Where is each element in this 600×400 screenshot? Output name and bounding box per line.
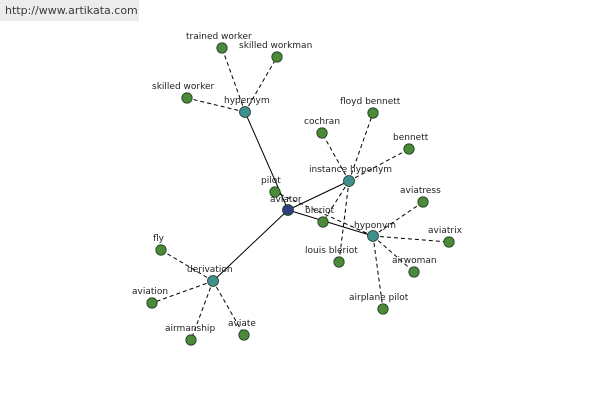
hypernym-label: hypernym: [224, 96, 270, 106]
node-instance-hyponym[interactable]: instance hyponym: [309, 165, 392, 187]
edge-derivation-to-aviation: [151, 280, 214, 304]
trained-worker-dot[interactable]: [216, 42, 228, 54]
aviate-label: aviate: [228, 319, 256, 329]
watermark-url: http://www.artikata.com: [0, 0, 139, 21]
skilled-worker-label: skilled worker: [152, 82, 215, 92]
airplane-pilot-label: airplane pilot: [349, 293, 409, 303]
edge-instance-hyponym-to-floyd-bennett: [348, 112, 374, 182]
node-aviatrix[interactable]: aviatrix: [428, 226, 463, 248]
louis-bleriot-label: louis bleriot: [305, 246, 358, 256]
node-skilled-worker[interactable]: skilled worker: [152, 82, 215, 104]
floyd-bennett-dot[interactable]: [367, 107, 379, 119]
louis-bleriot-dot[interactable]: [333, 256, 345, 268]
aviate-dot[interactable]: [238, 329, 250, 341]
edge-hyponym-to-pilot: [274, 191, 374, 237]
node-floyd-bennett[interactable]: floyd bennett: [340, 97, 401, 119]
edge-aviator-to-hypernym: [244, 111, 289, 211]
aviatrix-label: aviatrix: [428, 226, 463, 236]
skilled-workman-dot[interactable]: [271, 51, 283, 63]
aviatrix-dot[interactable]: [443, 236, 455, 248]
edge-aviator-to-instance-hyponym: [287, 180, 350, 211]
airplane-pilot-dot[interactable]: [377, 303, 389, 315]
cochran-label: cochran: [304, 117, 340, 127]
bennett-label: bennett: [393, 133, 429, 143]
bleriot-dot[interactable]: [317, 216, 329, 228]
edge-instance-hyponym-to-bennett: [348, 148, 410, 182]
node-skilled-workman[interactable]: skilled workman: [239, 41, 312, 63]
node-hypernym[interactable]: hypernym: [224, 96, 270, 118]
node-aviation[interactable]: aviation: [132, 287, 168, 309]
airmanship-dot[interactable]: [185, 334, 197, 346]
skilled-workman-label: skilled workman: [239, 41, 312, 51]
derivation-dot[interactable]: [207, 275, 219, 287]
node-pilot[interactable]: pilot: [261, 176, 281, 198]
aviator-label: aviator: [270, 195, 302, 205]
node-airwoman[interactable]: airwoman: [392, 256, 437, 278]
aviatress-label: aviatress: [400, 186, 441, 196]
node-aviatress[interactable]: aviatress: [400, 186, 441, 208]
airwoman-label: airwoman: [392, 256, 437, 266]
aviation-dot[interactable]: [146, 297, 158, 309]
hyponym-dot[interactable]: [367, 230, 379, 242]
edge-aviator-to-hyponym: [287, 209, 374, 237]
node-fly[interactable]: fly: [153, 234, 167, 256]
node-cochran[interactable]: cochran: [304, 117, 340, 139]
node-hyponym[interactable]: hyponym: [354, 221, 396, 242]
skilled-worker-dot[interactable]: [181, 92, 193, 104]
nodes-layer: aviator hypernym instance hyponym hyponym de…: [132, 32, 463, 346]
edges-layer: [151, 47, 450, 341]
node-bennett[interactable]: bennett: [393, 133, 429, 155]
hyponym-label: hyponym: [354, 221, 396, 231]
edge-derivation-to-fly: [160, 249, 214, 282]
node-bleriot[interactable]: bleriot: [305, 206, 334, 228]
edge-hyponym-to-aviatress: [372, 201, 424, 237]
node-airplane-pilot[interactable]: airplane pilot: [349, 293, 409, 315]
fly-dot[interactable]: [155, 244, 167, 256]
edge-hyponym-to-airplane-pilot: [372, 235, 384, 310]
floyd-bennett-label: floyd bennett: [340, 97, 401, 107]
airwoman-dot[interactable]: [408, 266, 420, 278]
aviatress-dot[interactable]: [417, 196, 429, 208]
edge-instance-hyponym-to-cochran: [321, 132, 350, 182]
edge-derivation-to-aviate: [212, 280, 245, 336]
bleriot-label: bleriot: [305, 206, 334, 216]
node-aviate[interactable]: aviate: [228, 319, 256, 341]
node-aviator[interactable]: aviator: [270, 195, 302, 216]
node-derivation[interactable]: derivation: [187, 265, 233, 287]
node-airmanship[interactable]: airmanship: [165, 324, 215, 346]
bennett-dot[interactable]: [403, 143, 415, 155]
node-trained-worker[interactable]: trained worker: [186, 32, 252, 54]
edge-aviator-to-derivation: [212, 209, 289, 282]
aviation-label: aviation: [132, 287, 168, 297]
edge-hyponym-to-airwoman: [372, 235, 415, 273]
edge-hyponym-to-aviatrix: [372, 235, 450, 243]
derivation-label: derivation: [187, 265, 233, 275]
pilot-dot[interactable]: [269, 186, 281, 198]
edge-instance-hyponym-to-bleriot: [322, 180, 350, 223]
fly-label: fly: [153, 234, 165, 244]
node-louis-bleriot[interactable]: louis bleriot: [305, 246, 358, 268]
edge-derivation-to-airmanship: [190, 280, 214, 341]
hypernym-dot[interactable]: [239, 106, 251, 118]
pilot-label: pilot: [261, 176, 281, 186]
edge-hypernym-to-skilled-workman: [244, 56, 278, 113]
trained-worker-label: trained worker: [186, 32, 252, 42]
aviator-dot[interactable]: [282, 204, 294, 216]
airmanship-label: airmanship: [165, 324, 215, 334]
edge-hypernym-to-skilled-worker: [186, 97, 246, 113]
instance-hyponym-dot[interactable]: [343, 175, 355, 187]
instance-hyponym-label: instance hyponym: [309, 165, 392, 175]
edge-hypernym-to-trained-worker: [221, 47, 246, 113]
cochran-dot[interactable]: [316, 127, 328, 139]
